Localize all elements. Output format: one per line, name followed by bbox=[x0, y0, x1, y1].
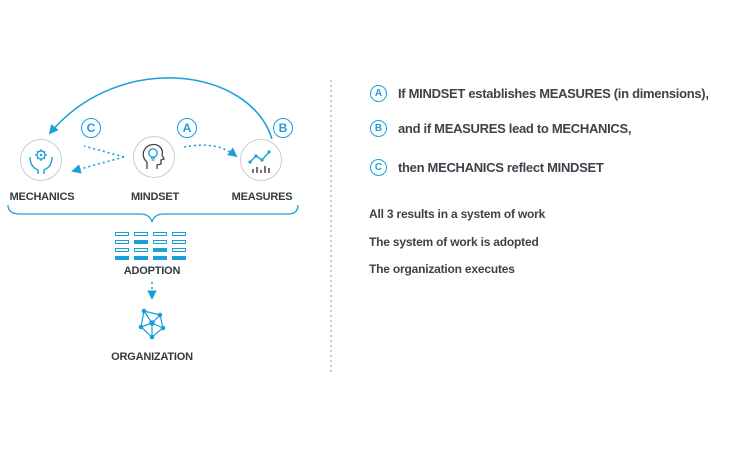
rule-badge-a: A bbox=[370, 85, 387, 102]
badge-c: C bbox=[81, 118, 101, 138]
mechanics-node bbox=[20, 139, 62, 181]
badge-b: B bbox=[273, 118, 293, 138]
rule-b-text: and if MEASURES lead to MECHANICS, bbox=[398, 121, 632, 136]
mindset-label: MINDSET bbox=[130, 191, 180, 203]
adoption-label: ADOPTION bbox=[123, 265, 181, 277]
chart-icon bbox=[248, 150, 271, 173]
table-icon bbox=[115, 232, 191, 260]
hands-gear-icon bbox=[29, 149, 53, 174]
measures-label: MEASURES bbox=[231, 191, 293, 203]
summary-line-3: The organization executes bbox=[369, 262, 515, 276]
network-icon bbox=[138, 308, 166, 340]
mechanics-label: MECHANICS bbox=[9, 191, 75, 203]
rule-badge-c: C bbox=[370, 159, 387, 176]
summary-line-2: The system of work is adopted bbox=[369, 235, 539, 249]
grouping-brace bbox=[7, 204, 299, 223]
organization-label: ORGANIZATION bbox=[111, 351, 193, 363]
rule-badge-b: B bbox=[370, 120, 387, 137]
rule-c-text: then MECHANICS reflect MINDSET bbox=[398, 160, 604, 175]
rule-a-text: If MINDSET establishes MEASURES (in dime… bbox=[398, 86, 709, 101]
dotted-arrow-mindset-to-mechanics bbox=[71, 156, 125, 174]
head-lightbulb-icon bbox=[142, 143, 165, 169]
arc-arrow-measures-to-mechanics bbox=[48, 77, 273, 140]
summary-line-1: All 3 results in a system of work bbox=[369, 207, 546, 221]
mindset-node bbox=[133, 136, 175, 178]
dotted-arrow-mindset-to-measures bbox=[183, 144, 238, 158]
measures-node bbox=[240, 139, 282, 181]
badge-a: A bbox=[177, 118, 197, 138]
